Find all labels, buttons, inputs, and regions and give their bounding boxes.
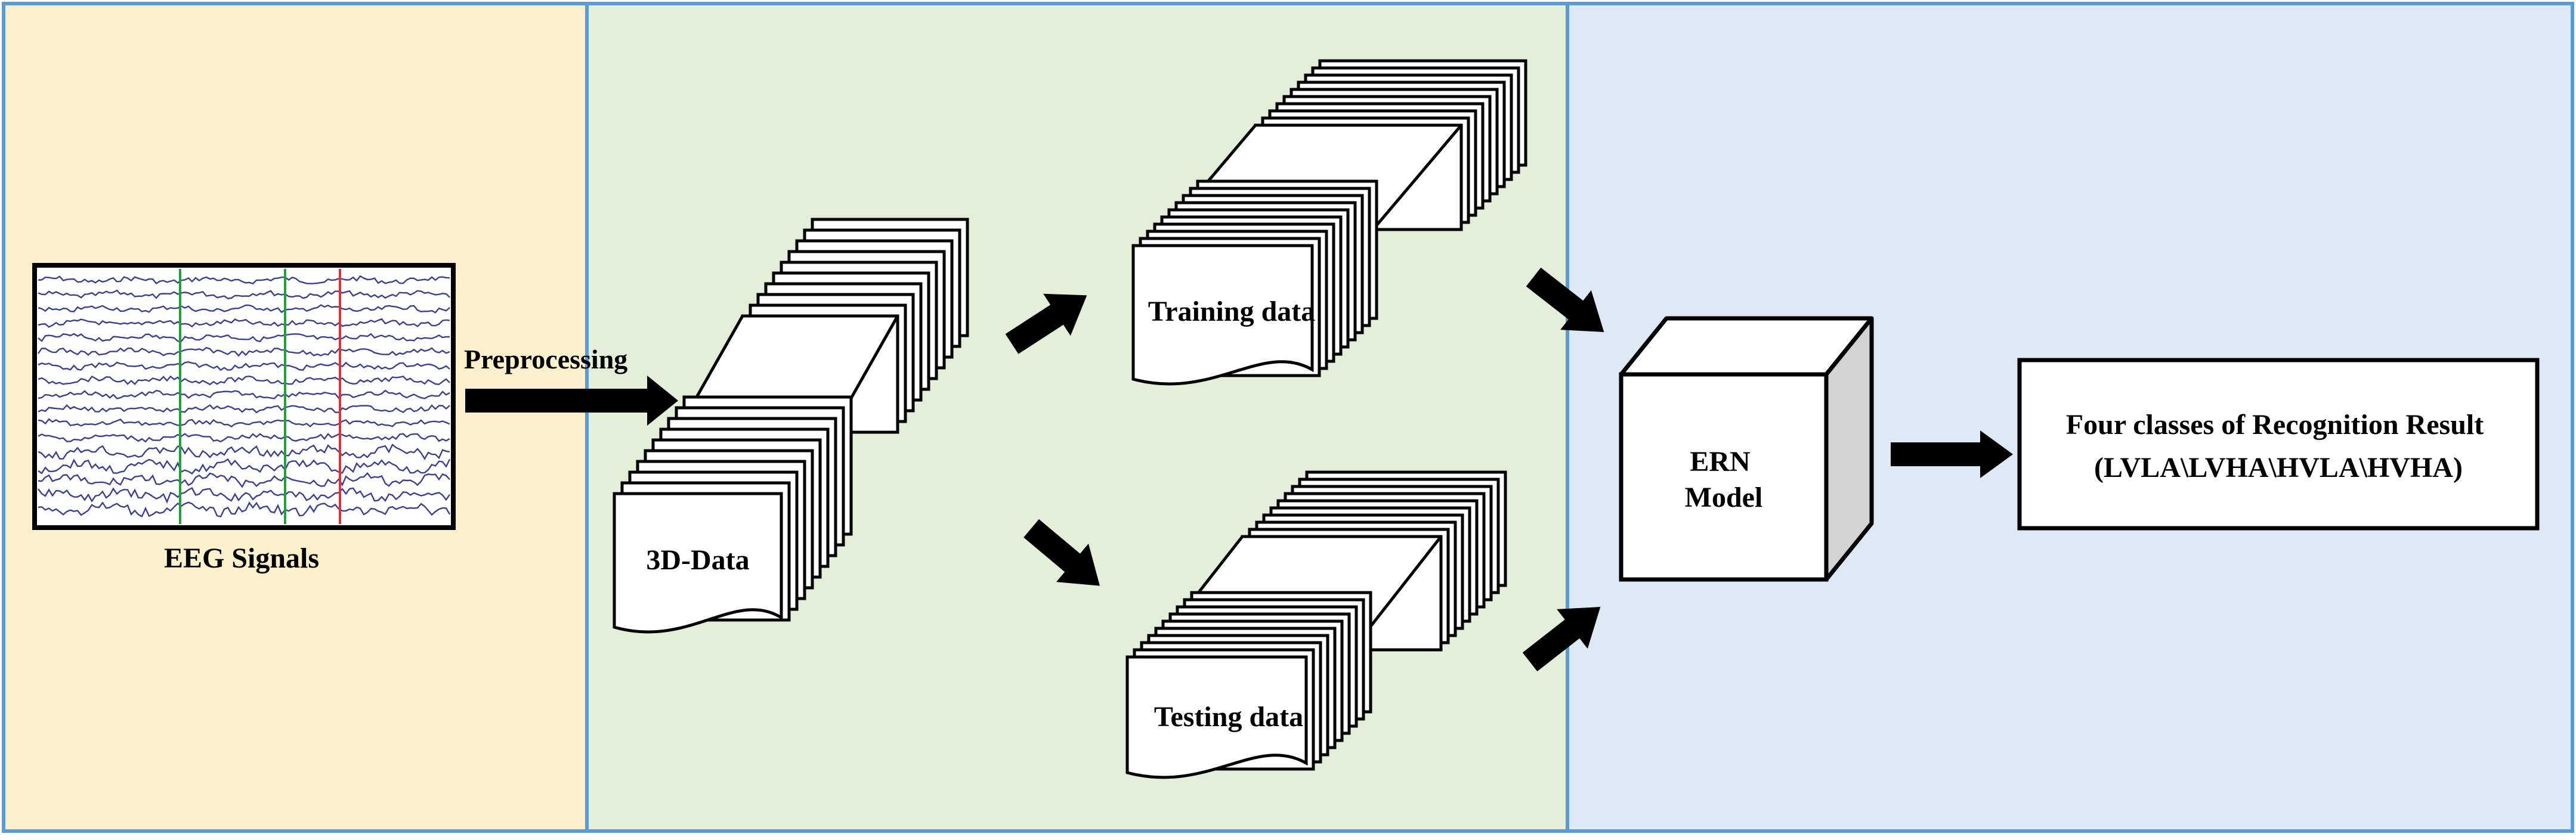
data-3d-label: 3D-Data <box>646 544 749 576</box>
eeg-trace-line <box>38 333 450 343</box>
arrow-right-icon <box>1891 430 2013 478</box>
eeg-trace-line <box>38 418 450 427</box>
eeg-waveform-icon <box>38 275 451 517</box>
document-sheet <box>1131 244 1314 386</box>
arrow-right-icon <box>465 376 678 426</box>
eeg-trace-line <box>38 346 450 357</box>
result-label: Four classes of Recognition Result (LVLA… <box>2066 409 2491 483</box>
eeg-trace-line <box>38 444 450 460</box>
eeg-trace-line <box>38 432 450 443</box>
eeg-trace-line <box>38 375 450 386</box>
eeg-trace-line <box>38 304 450 314</box>
preprocessing-label: Preprocessing <box>464 344 627 374</box>
model-label-line2: Model <box>1685 482 1763 513</box>
result-label-line1: Four classes of Recognition Result <box>2066 409 2484 441</box>
arrow-testing-to-model <box>1522 607 1601 672</box>
document-sheet <box>1125 655 1308 779</box>
model-label-line1: ERN <box>1690 446 1751 478</box>
eeg-trace-line <box>38 472 450 488</box>
document-sheet <box>613 492 783 634</box>
training-data-label: Training data <box>1148 296 1316 327</box>
testing-data-label: Testing data <box>1154 701 1303 733</box>
eeg-trace-line <box>38 458 451 475</box>
eeg-trace-line <box>38 289 450 299</box>
cube-icon <box>1619 316 1874 582</box>
result-label-line2: (LVLA\LVHA\HVLA\HVHA) <box>2094 452 2463 483</box>
eeg-trace-line <box>38 389 450 399</box>
result-box <box>2017 358 2540 531</box>
arrow-to-testing <box>1023 519 1100 586</box>
eeg-signals-label: EEG Signals <box>164 543 319 574</box>
document-stack-icon <box>613 218 969 634</box>
document-stack-icon <box>1125 470 1507 779</box>
eeg-trace-line <box>38 404 450 414</box>
eeg-trace-line <box>38 318 450 328</box>
eeg-trace-line <box>38 361 450 371</box>
eeg-trace-line <box>38 501 451 517</box>
arrow-training-to-model <box>1526 267 1604 332</box>
eeg-trace-line <box>38 275 450 285</box>
model-label: ERN Model <box>1685 446 1763 513</box>
document-stack-icon <box>1131 59 1527 386</box>
eeg-signal-box <box>32 263 456 530</box>
arrow-to-training <box>1005 293 1087 354</box>
eeg-trace-line <box>38 486 450 504</box>
